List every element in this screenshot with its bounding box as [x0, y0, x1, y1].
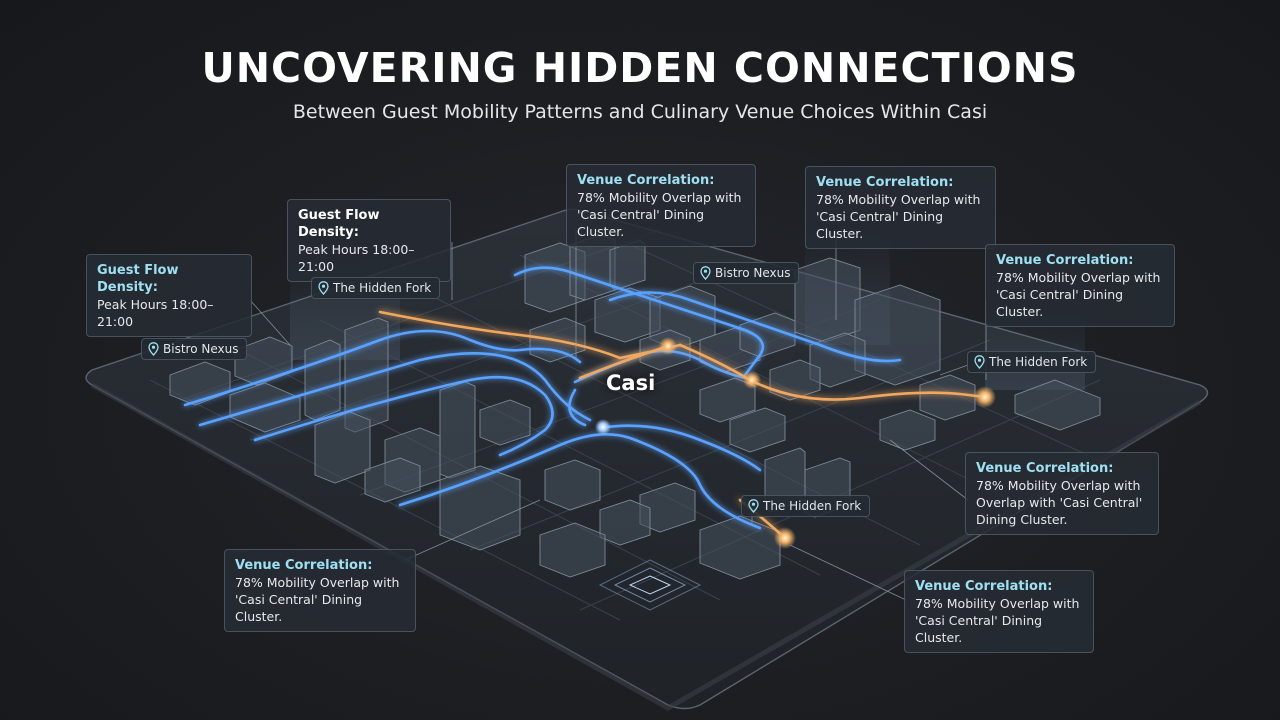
page-subtitle: Between Guest Mobility Patterns and Culi…	[292, 101, 988, 123]
venue-pin-hidden-fork-right[interactable]: The Hidden Fork	[967, 351, 1097, 373]
center-hub-label: Casi	[606, 371, 656, 395]
callout-body: 78% Mobility Overlap with 'Casi Central'…	[816, 192, 981, 241]
venue-pin-bistro-nexus-top[interactable]: Bistro Nexus	[693, 262, 800, 284]
callout-heading: Guest Flow Density:	[298, 208, 380, 240]
callout-heading: Venue Correlation:	[996, 253, 1134, 268]
map-pin-icon	[700, 266, 711, 280]
route-nodes	[595, 337, 996, 549]
callout-heading: Venue Correlation:	[915, 579, 1053, 594]
venue-pin-label: Bistro Nexus	[163, 342, 239, 356]
venue-pin-hidden-fork-lower[interactable]: The Hidden Fork	[741, 495, 871, 517]
page-title: UNCOVERING HIDDEN CONNECTIONS	[201, 44, 1079, 92]
callout-leader-lines	[249, 230, 987, 601]
callout-guest-flow-density-top: Guest Flow Density: Peak Hours 18:00–21:…	[287, 199, 451, 282]
callout-heading: Venue Correlation:	[577, 173, 715, 188]
callout-body: Peak Hours 18:00–21:00	[97, 297, 214, 329]
callout-heading: Venue Correlation:	[816, 175, 954, 190]
callout-guest-flow-density-left: Guest Flow Density: Peak Hours 18:00–21:…	[86, 254, 252, 337]
blue-mobility-routes	[183, 266, 902, 530]
venue-pin-bistro-nexus-left[interactable]: Bistro Nexus	[141, 338, 248, 360]
map-pin-icon	[748, 499, 759, 513]
callout-venue-correlation-lower-right: Venue Correlation: 78% Mobility Overlap …	[965, 452, 1159, 535]
callout-body: 78% Mobility Overlap with 'Casi Central'…	[235, 575, 400, 624]
callout-body: 78% Mobility Overlap with Overlap with '…	[976, 478, 1143, 527]
callout-body: Peak Hours 18:00–21:00	[298, 242, 415, 274]
callout-venue-correlation-right: Venue Correlation: 78% Mobility Overlap …	[985, 244, 1175, 327]
callout-venue-correlation-top-center: Venue Correlation: 78% Mobility Overlap …	[566, 164, 756, 247]
callout-venue-correlation-bottom-right: Venue Correlation: 78% Mobility Overlap …	[904, 570, 1094, 653]
orange-mobility-routes	[378, 310, 987, 540]
callout-heading: Guest Flow Density:	[97, 263, 179, 295]
callout-heading: Venue Correlation:	[976, 461, 1114, 476]
map-pin-icon	[148, 342, 159, 356]
venue-pin-label: The Hidden Fork	[989, 355, 1088, 369]
plaza-feature	[598, 559, 702, 611]
venue-pin-label: Bistro Nexus	[715, 266, 791, 280]
building-blocks	[169, 234, 1101, 580]
callout-body: 78% Mobility Overlap with 'Casi Central'…	[915, 596, 1080, 645]
callout-heading: Venue Correlation:	[235, 558, 373, 573]
map-pin-icon	[318, 281, 329, 295]
callout-venue-correlation-bottom-left: Venue Correlation: 78% Mobility Overlap …	[224, 549, 416, 632]
venue-pin-label: The Hidden Fork	[763, 499, 862, 513]
venue-pin-label: The Hidden Fork	[333, 281, 432, 295]
callout-body: 78% Mobility Overlap with 'Casi Central'…	[996, 270, 1161, 319]
callout-body: 78% Mobility Overlap with 'Casi Central'…	[577, 190, 742, 239]
callout-venue-correlation-top-right: Venue Correlation: 78% Mobility Overlap …	[805, 166, 996, 249]
map-pin-icon	[974, 355, 985, 369]
venue-pin-hidden-fork-upper[interactable]: The Hidden Fork	[311, 277, 441, 299]
